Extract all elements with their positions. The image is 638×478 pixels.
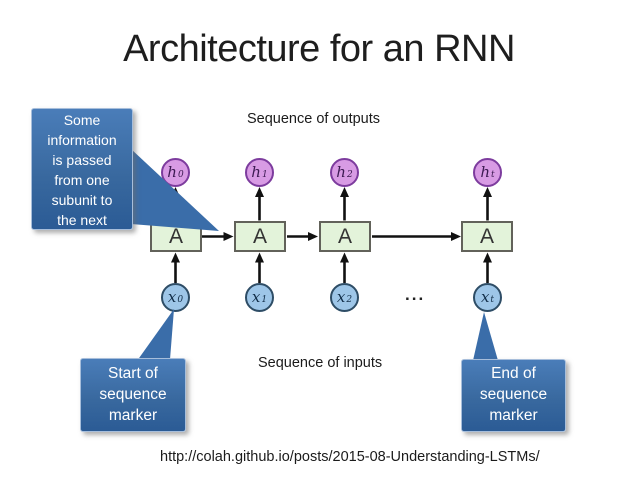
start-callout-tail — [138, 309, 174, 360]
label-sequence-of-outputs: Sequence of outputs — [247, 111, 381, 127]
node-label: x — [480, 288, 490, 306]
node-subscript: 0 — [177, 295, 184, 305]
cell-to-output-arrows — [171, 187, 492, 221]
rnn-cell-2: A — [319, 221, 371, 252]
node-label: h — [167, 163, 177, 181]
node-label: h — [480, 163, 491, 181]
node-subscript: 2 — [346, 295, 353, 305]
slide-title: Architecture for an RNN — [123, 28, 515, 70]
rnn-cell-0: A — [150, 221, 202, 252]
end-callout-tail — [473, 312, 498, 361]
rnn-cell-3: A — [461, 221, 513, 252]
node-label: h — [336, 163, 346, 181]
rnn-cell-1: A — [234, 221, 286, 252]
node-subscript: 0 — [177, 170, 184, 180]
node-subscript: 1 — [261, 295, 268, 305]
end-of-sequence-callout: End of sequence marker — [461, 359, 566, 432]
ellipsis: ... — [405, 285, 426, 304]
node-label: x — [167, 288, 177, 306]
start-of-sequence-callout: Start of sequence marker — [80, 358, 186, 432]
source-url: http://colah.github.io/posts/2015-08-Und… — [160, 449, 540, 465]
node-subscript: 2 — [346, 170, 353, 180]
node-label: h — [251, 163, 261, 181]
node-subscript: t — [490, 295, 495, 305]
info-callout: Some information is passed from one subu… — [31, 108, 133, 230]
node-subscript: t — [491, 170, 495, 180]
node-label: x — [251, 288, 261, 306]
node-label: x — [336, 288, 346, 306]
label-sequence-of-inputs: Sequence of inputs — [258, 355, 383, 371]
input-to-cell-arrows — [171, 252, 492, 283]
node-subscript: 1 — [261, 170, 268, 180]
